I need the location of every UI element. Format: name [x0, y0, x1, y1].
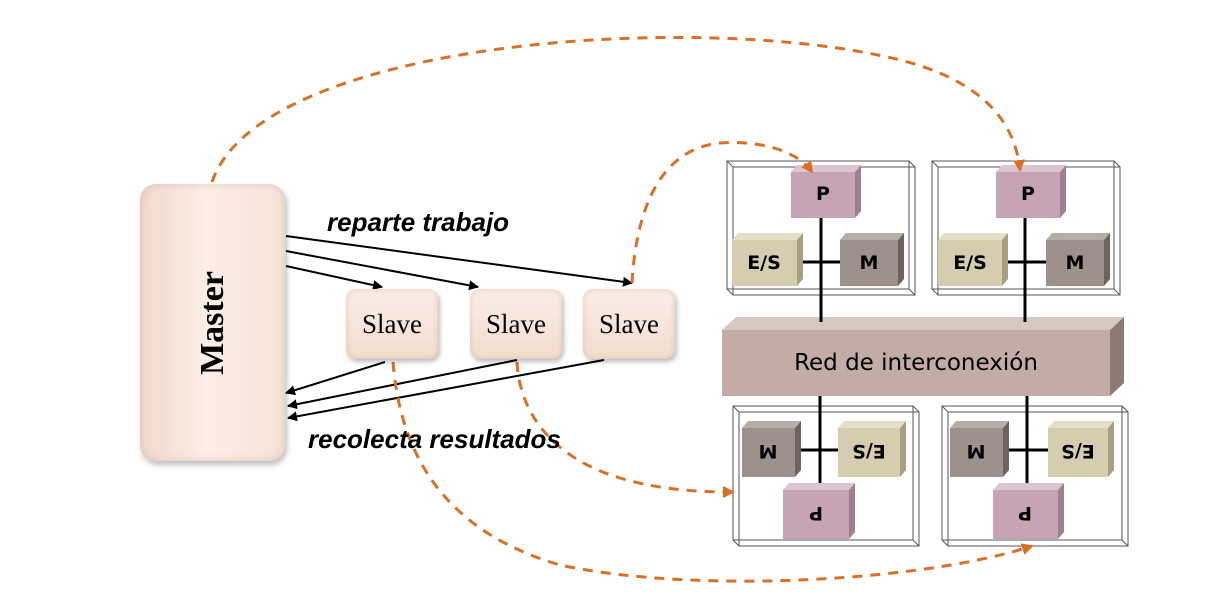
memory-label: M — [860, 252, 879, 274]
processor-cube-1: P — [791, 165, 861, 218]
network-label: Red de interconexión — [794, 350, 1038, 376]
arrow-to-slave-3 — [285, 235, 633, 287]
slave-box-2: Slave — [470, 289, 562, 359]
processor-label: P — [1021, 183, 1035, 205]
arrow-from-slave-3 — [287, 359, 605, 422]
mapping-arrows — [210, 36, 1034, 583]
slave-label: Slave — [486, 308, 546, 339]
arrow-to-slave-2 — [285, 250, 479, 291]
io-label: E/S — [953, 252, 987, 274]
node-bus-lines — [795, 218, 1048, 490]
processor-label-flipped: P — [809, 502, 823, 524]
distribute-caption: reparte trabajo — [327, 207, 510, 237]
io-label: E/S — [747, 252, 781, 274]
arrow-slave-3-to-node-1 — [630, 141, 814, 284]
io-cube-3: E/S — [838, 421, 906, 477]
slave-box-3: Slave — [583, 289, 675, 359]
arrow-slave-2-to-node-3 — [515, 361, 735, 498]
io-cube-2: E/S — [938, 233, 1008, 286]
io-label-flipped: E/S — [852, 440, 886, 462]
master-label: Master — [193, 270, 231, 375]
processor-cube-2: P — [996, 165, 1066, 218]
memory-cube-3: M — [742, 421, 801, 477]
collect-caption: recolecta resultados — [308, 424, 561, 454]
slave-box-1: Slave — [346, 289, 438, 359]
collect-arrows — [285, 359, 605, 422]
memory-label-flipped: M — [967, 440, 986, 462]
node-frame-bottom-right — [941, 405, 1129, 547]
arrow-to-slave-1 — [285, 265, 383, 290]
memory-cube-2: M — [1046, 233, 1110, 286]
slave-label: Slave — [599, 308, 659, 339]
memory-cube-4: M — [950, 421, 1009, 477]
processor-cube-3: P — [783, 483, 855, 539]
node-frame-bottom-left — [732, 405, 920, 547]
arrow-master-to-node-2 — [210, 36, 1025, 183]
io-cube-4: E/S — [1048, 421, 1114, 477]
io-cube-1: E/S — [732, 233, 803, 286]
distribute-arrows — [285, 235, 633, 291]
network-bar — [722, 317, 1124, 396]
processor-cube-4: P — [993, 483, 1064, 539]
processor-label-flipped: P — [1018, 502, 1032, 524]
arrow-from-slave-2 — [287, 359, 518, 410]
arrow-from-slave-1 — [285, 361, 386, 396]
arrow-slave-1-to-node-4 — [391, 361, 1034, 583]
memory-label: M — [1066, 252, 1085, 274]
slave-label: Slave — [362, 308, 422, 339]
master-box: Master — [140, 184, 285, 461]
memory-label-flipped: M — [759, 440, 778, 462]
processor-label: P — [816, 183, 830, 205]
io-label-flipped: E/S — [1061, 440, 1095, 462]
memory-cube-1: M — [840, 233, 904, 286]
